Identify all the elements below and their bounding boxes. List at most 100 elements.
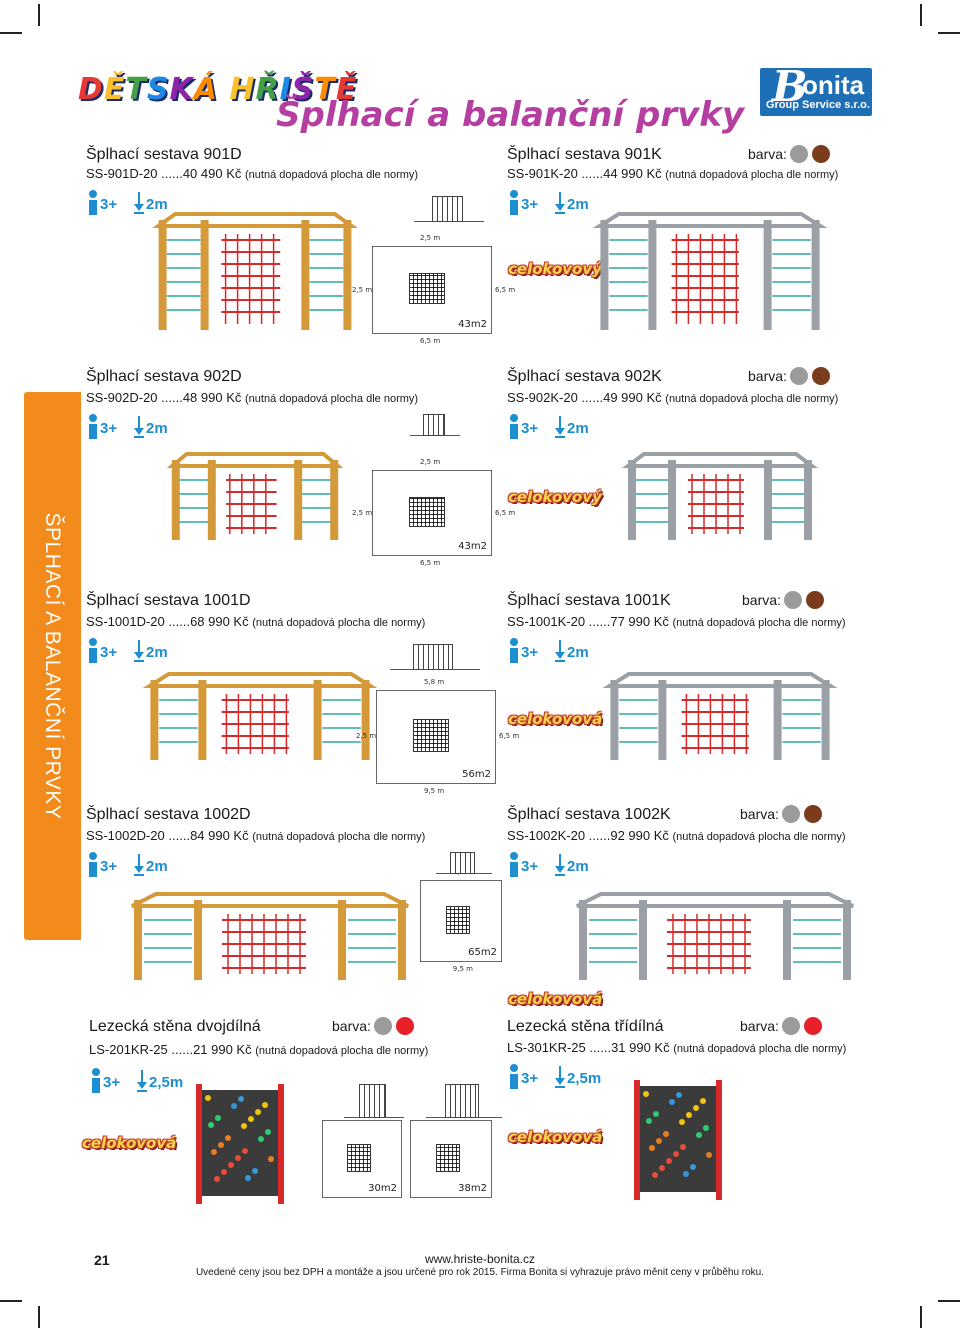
crop-mark xyxy=(38,4,40,26)
color-swatch-gray[interactable] xyxy=(374,1017,392,1035)
product-image xyxy=(620,440,820,550)
brand-name: onita xyxy=(802,70,865,100)
footer-url[interactable]: www.hriste-bonita.cz xyxy=(424,1252,536,1266)
fall-height-icon xyxy=(134,640,144,662)
product-code: SS-901D-20 ...... xyxy=(86,166,183,181)
fall-height-label: 2m xyxy=(146,644,168,661)
color-label: barva: xyxy=(742,592,781,608)
plan-dim-bottom: 6,5 m xyxy=(420,337,441,345)
impact-area-plan: 43m2 xyxy=(372,470,492,556)
product-note: (nutná dopadová plocha dle normy) xyxy=(672,831,846,843)
color-label: barva: xyxy=(332,1018,371,1034)
product-title: Šplhací sestava 1002K xyxy=(507,806,671,823)
child-icon xyxy=(507,638,521,664)
color-swatch-brown[interactable] xyxy=(804,805,822,823)
plan-area-label: 56m2 xyxy=(462,769,491,780)
fall-height-label: 2,5m xyxy=(149,1074,184,1091)
elevation-frame xyxy=(445,1084,480,1118)
elevation-frame xyxy=(412,644,453,670)
page-title: Šplhací a balanční prvky xyxy=(276,95,745,135)
material-badge: celokovový xyxy=(508,260,602,278)
color-swatch-gray[interactable] xyxy=(790,145,808,163)
plan-dim-left: 2,5 m xyxy=(356,732,377,741)
product-price: 77 990 Kč xyxy=(610,614,669,629)
product-note: (nutná dopadová plocha dle normy) xyxy=(665,393,839,405)
product-image xyxy=(590,200,830,340)
material-badge: celokovová xyxy=(82,1134,177,1152)
product-price-line: SS-1002D-20 ......84 990 Kč (nutná dopad… xyxy=(86,828,425,843)
product-price-line: SS-902K-20 ......49 990 Kč (nutná dopado… xyxy=(507,390,838,405)
plan-area-label: 38m2 xyxy=(458,1183,487,1194)
product-code: LS-201KR-25 ...... xyxy=(89,1042,194,1057)
product-price-line: SS-901D-20 ......40 490 Kč (nutná dopado… xyxy=(86,166,418,181)
color-swatch-red[interactable] xyxy=(396,1017,414,1035)
color-swatch-gray[interactable] xyxy=(790,367,808,385)
side-elevation-drawing xyxy=(344,1084,404,1118)
impact-area-plan: 38m2 xyxy=(410,1120,492,1198)
fall-height-label: 2m xyxy=(146,858,168,875)
fall-height-label: 2m xyxy=(567,420,589,437)
age-label: 3+ xyxy=(103,1074,121,1091)
plan-area-label: 43m2 xyxy=(458,541,487,552)
plan-area-label: 43m2 xyxy=(458,319,487,330)
fall-height-label: 2m xyxy=(146,196,168,213)
product-note: (nutná dopadová plocha dle normy) xyxy=(245,393,419,405)
side-elevation-drawing xyxy=(426,1084,502,1118)
age-label: 3+ xyxy=(100,420,118,437)
age-height-icons: 3+2,5m xyxy=(507,1064,617,1094)
crop-mark xyxy=(938,1300,960,1302)
color-swatch-brown[interactable] xyxy=(812,367,830,385)
age-label: 3+ xyxy=(521,196,539,213)
age-height-icons: 3+ 2m xyxy=(86,638,196,668)
side-elevation-drawing xyxy=(436,852,492,874)
age-height-icons: 3+ 2,5m xyxy=(89,1068,199,1098)
color-swatch-gray[interactable] xyxy=(782,805,800,823)
product-price-line: LS-201KR-25 ......21 990 Kč (nutná dopad… xyxy=(89,1042,428,1057)
plan-dim-top: 5,8 m xyxy=(424,678,445,686)
plan-dim-right: 6,5 m xyxy=(495,508,516,517)
plan-footprint xyxy=(409,273,445,305)
color-swatch-brown[interactable] xyxy=(812,145,830,163)
crop-mark xyxy=(938,32,960,34)
fall-height-label: 2m xyxy=(146,420,168,437)
crop-mark xyxy=(920,4,922,26)
color-swatch-red[interactable] xyxy=(804,1017,822,1035)
crop-mark xyxy=(920,1306,922,1328)
detska-hriste-logo: DĚTSKÁ HŘIŠTĚ xyxy=(78,72,357,107)
color-swatch-brown[interactable] xyxy=(806,591,824,609)
product-price: 21 990 Kč xyxy=(193,1042,252,1057)
plan-dim-bottom: 9,5 m xyxy=(452,965,473,973)
plan-dim-top: 2,5 m xyxy=(420,234,441,242)
product-title: Šplhací sestava 901K xyxy=(507,146,662,163)
product-code: SS-1002D-20 ...... xyxy=(86,828,191,843)
product-note: (nutná dopadová plocha dle normy) xyxy=(673,1043,847,1055)
logo-text: DĚTSKÁ HŘIŠTĚ xyxy=(78,72,358,107)
side-elevation-drawing xyxy=(410,414,460,436)
elevation-frame xyxy=(431,196,463,222)
product-title: Šplhací sestava 1002D xyxy=(86,806,251,823)
product-title: Lezecká stěna třídílná xyxy=(507,1018,664,1035)
color-swatch-gray[interactable] xyxy=(782,1017,800,1035)
product-image xyxy=(600,660,840,770)
product-price: 31 990 Kč xyxy=(611,1040,670,1055)
age-label: 3+ xyxy=(100,644,118,661)
category-side-tab xyxy=(24,392,81,940)
category-side-tab-label: ŠPLHACÍ A BALANČNÍ PRVKY xyxy=(41,512,64,820)
color-label: barva: xyxy=(748,146,787,162)
plan-dim-left: 2,5 m xyxy=(352,285,373,294)
age-height-icons: 3+2m xyxy=(507,852,617,882)
product-title: Šplhací sestava 1001K xyxy=(507,592,671,609)
age-height-icons: 3+2m xyxy=(507,638,617,668)
product-title: Šplhací sestava 901D xyxy=(86,146,242,163)
child-icon xyxy=(507,190,521,216)
plan-footprint xyxy=(413,719,449,753)
color-swatch-gray[interactable] xyxy=(784,591,802,609)
child-icon xyxy=(507,1064,521,1090)
child-icon xyxy=(507,414,521,440)
plan-footprint xyxy=(435,1144,461,1172)
product-price: 40 490 Kč xyxy=(182,166,242,181)
fall-height-label: 2m xyxy=(567,196,589,213)
product-price: 92 990 Kč xyxy=(610,828,669,843)
elevation-frame xyxy=(422,414,445,436)
fall-height-label: 2,5m xyxy=(567,1070,602,1087)
